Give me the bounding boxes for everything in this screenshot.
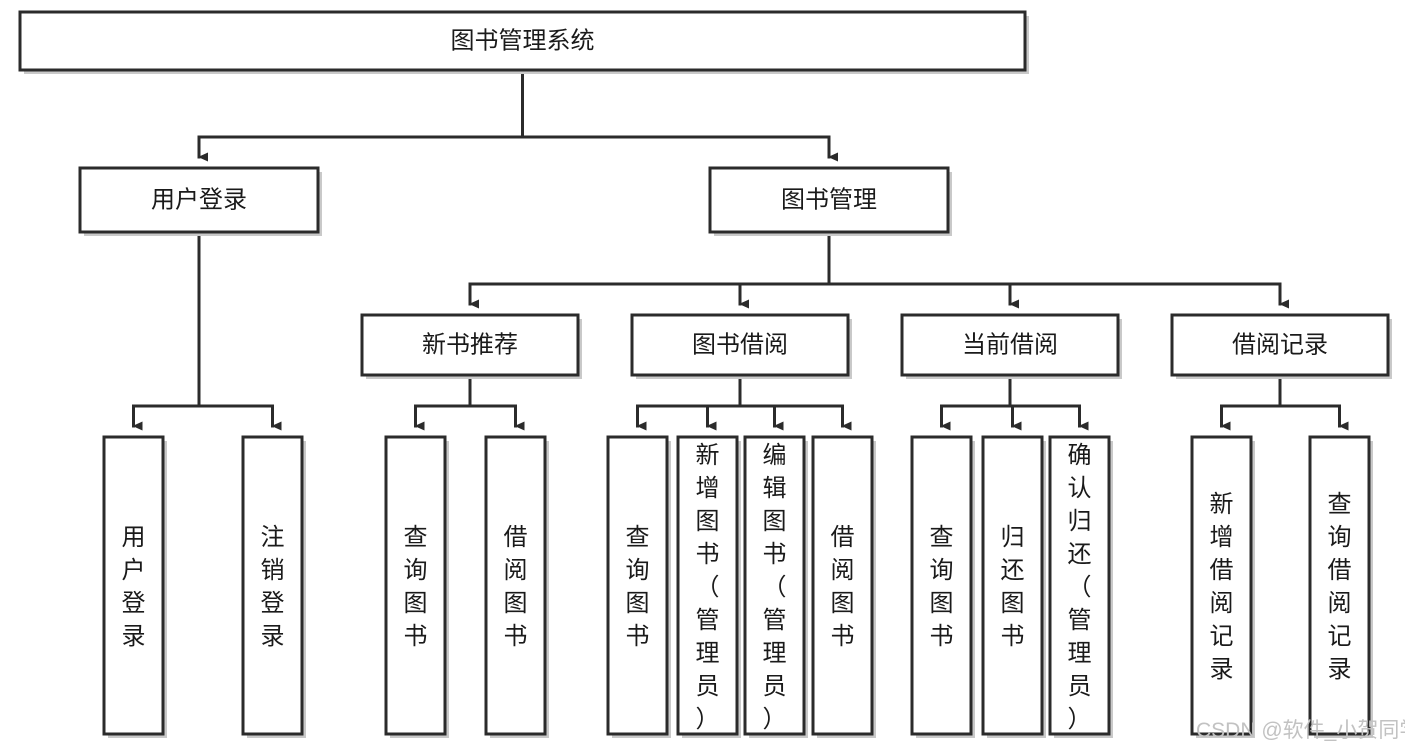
node-book-manage[interactable]: 图书管理 (708, 166, 952, 236)
node-leaf-query-record[interactable]: 查询借阅记录 (1308, 435, 1373, 738)
node-leaf-add-record[interactable]: 新增借阅记录 (1190, 435, 1255, 738)
csdn-watermark: CSDN @软件_小贺同学 (1196, 719, 1405, 742)
node-label: 借阅记录 (1232, 331, 1328, 358)
edge-group (940, 373, 1089, 431)
node-label: 查询借阅记录 (1328, 491, 1352, 683)
node-label: 用户登录 (122, 524, 146, 650)
node-label: 归还图书 (1001, 524, 1025, 650)
node-label: 编辑图书（管理员） (763, 442, 787, 733)
node-label: 借阅图书 (504, 524, 528, 650)
node-label: 图书管理 (781, 186, 877, 213)
node-new-book-rec[interactable]: 新书推荐 (360, 313, 582, 379)
node-book-borrow[interactable]: 图书借阅 (630, 313, 852, 379)
node-root[interactable]: 图书管理系统 (18, 10, 1029, 74)
node-leaf-borrow-book-1[interactable]: 借阅图书 (484, 435, 549, 738)
node-label: 查询图书 (930, 524, 954, 650)
node-leaf-confirm-return[interactable]: 确认归还（管理员） (1048, 435, 1113, 738)
edge-group (197, 68, 838, 162)
node-label: 用户登录 (151, 186, 247, 213)
node-label: 图书管理系统 (451, 27, 595, 54)
node-border (102, 435, 165, 736)
node-leaf-query-book-2[interactable]: 查询图书 (606, 435, 671, 738)
node-label: 新书推荐 (422, 331, 518, 358)
node-border (811, 435, 874, 736)
node-label: 图书借阅 (692, 331, 788, 358)
node-leaf-add-book[interactable]: 新增图书（管理员） (676, 435, 741, 738)
node-borrow-record[interactable]: 借阅记录 (1170, 313, 1392, 379)
node-label: 查询图书 (626, 524, 650, 650)
node-layer: 图书管理系统用户登录图书管理新书推荐图书借阅当前借阅借阅记录用户登录注销登录查询… (18, 10, 1392, 738)
node-label: 新增借阅记录 (1210, 491, 1234, 683)
node-label: 当前借阅 (962, 331, 1058, 358)
edge-group (636, 373, 852, 431)
node-border (630, 313, 850, 377)
node-border (1048, 435, 1111, 736)
edge-group (1220, 373, 1349, 431)
node-leaf-edit-book[interactable]: 编辑图书（管理员） (743, 435, 808, 738)
node-border (606, 435, 669, 736)
node-current-borrow[interactable]: 当前借阅 (900, 313, 1122, 379)
edge-group (132, 230, 282, 431)
node-border (18, 10, 1027, 72)
node-border (900, 313, 1120, 377)
node-border (384, 435, 447, 736)
node-label: 新增图书（管理员） (696, 442, 720, 733)
node-border (676, 435, 739, 736)
node-label: 查询图书 (404, 524, 428, 650)
edge-group (468, 230, 1289, 309)
node-border (1308, 435, 1371, 736)
node-leaf-query-book-3[interactable]: 查询图书 (910, 435, 975, 738)
node-border (910, 435, 973, 736)
node-label: 确认归还（管理员） (1068, 442, 1092, 733)
node-border (981, 435, 1044, 736)
node-border (1170, 313, 1390, 377)
node-leaf-logout[interactable]: 注销登录 (241, 435, 306, 738)
node-label: 注销登录 (261, 524, 285, 650)
node-leaf-user-login[interactable]: 用户登录 (102, 435, 167, 738)
node-user-login[interactable]: 用户登录 (78, 166, 322, 236)
edge-layer (132, 68, 1349, 431)
node-border (484, 435, 547, 736)
node-leaf-borrow-book-2[interactable]: 借阅图书 (811, 435, 876, 738)
node-border (360, 313, 580, 377)
node-border (241, 435, 304, 736)
node-leaf-query-book-1[interactable]: 查询图书 (384, 435, 449, 738)
edge-group (414, 373, 525, 431)
node-border (708, 166, 950, 234)
node-border (78, 166, 320, 234)
node-border (743, 435, 806, 736)
node-label: 借阅图书 (831, 524, 855, 650)
node-border (1190, 435, 1253, 736)
node-leaf-return-book[interactable]: 归还图书 (981, 435, 1046, 738)
